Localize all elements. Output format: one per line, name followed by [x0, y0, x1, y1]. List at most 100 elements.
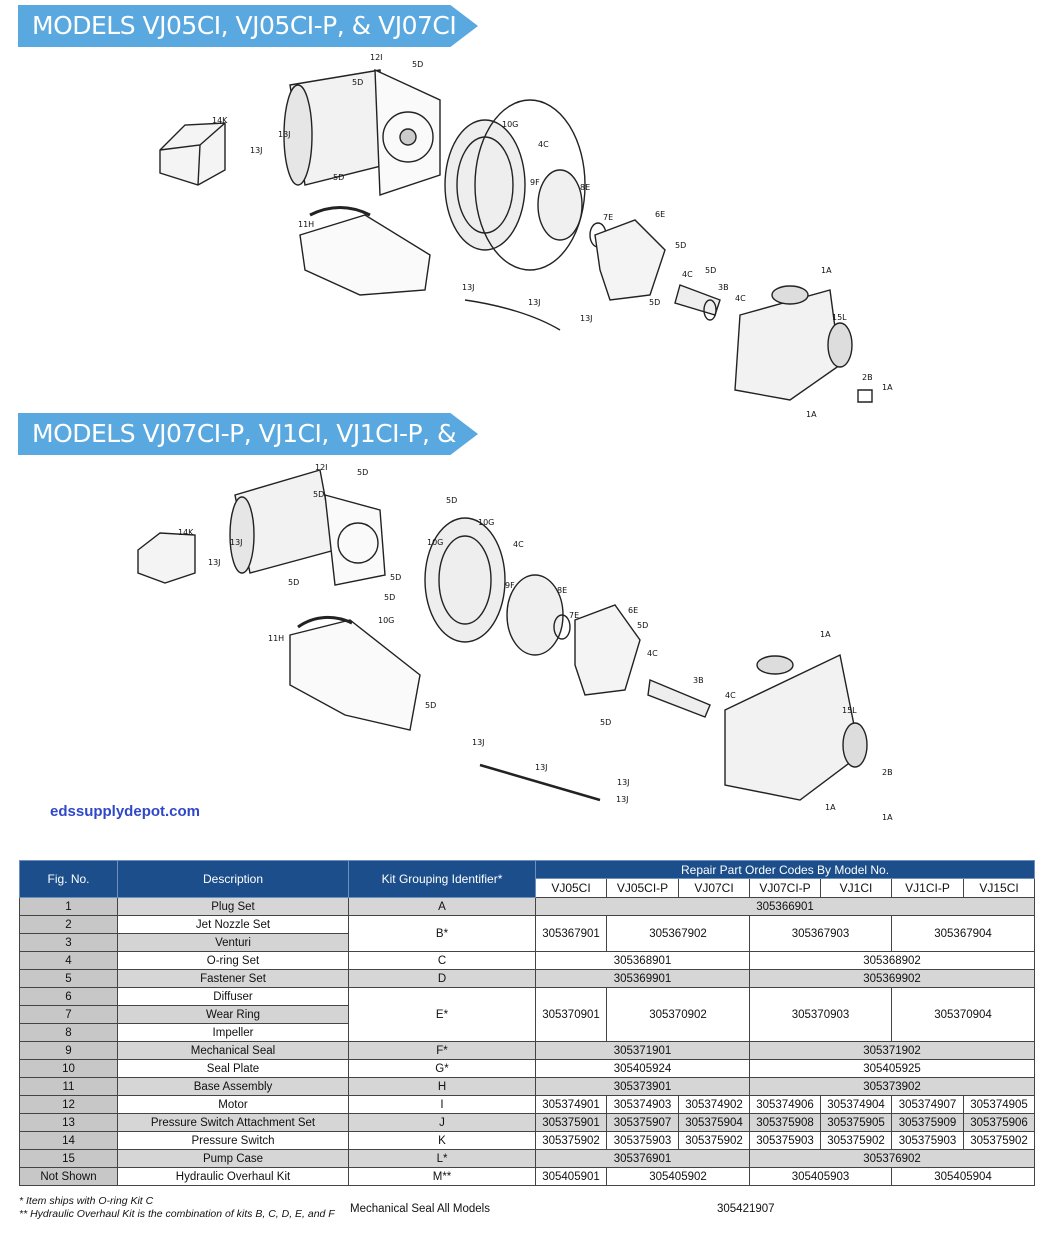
callout-label: 3B	[718, 283, 729, 292]
kit-cell: B*	[348, 915, 536, 952]
callout-label: 13J	[617, 778, 630, 787]
code-cell: 305367901	[535, 915, 607, 952]
fig-cell: 14	[19, 1131, 118, 1150]
callout-label: 5D	[446, 496, 457, 505]
callout-label: 11H	[268, 634, 284, 643]
header-fig-no: Fig. No.	[19, 860, 118, 898]
code-cell: 305375902	[535, 1131, 607, 1150]
code-cell: 305375902	[962, 1131, 1036, 1150]
model-header: VJ15CI	[962, 878, 1036, 898]
desc-cell: Hydraulic Overhaul Kit	[117, 1167, 349, 1186]
code-cell: 305376901	[535, 1149, 750, 1168]
header-description: Description	[117, 860, 349, 898]
code-cell: 305374904	[820, 1095, 892, 1114]
table-row: Not Shown Hydraulic Overhaul Kit M** 305…	[19, 1167, 1036, 1186]
code-cell: 305375906	[962, 1113, 1036, 1132]
callout-label: 4C	[647, 649, 658, 658]
fig-cell: 12	[19, 1095, 118, 1114]
header-kit-identifier: Kit Grouping Identifier*	[348, 860, 536, 898]
callout-label: 6E	[628, 606, 638, 615]
model-header: VJ07CI	[678, 878, 750, 898]
callout-label: 5D	[675, 241, 686, 250]
desc-cell: Jet Nozzle Set	[117, 915, 349, 934]
footnote-oring: * Item ships with O-ring Kit C	[19, 1195, 154, 1207]
callout-label: 7E	[569, 611, 579, 620]
fig-cell: 1	[19, 897, 118, 916]
code-cell: 305373901	[535, 1077, 750, 1096]
code-cell: 305367903	[749, 915, 892, 952]
code-cell: 305371902	[748, 1041, 1036, 1060]
fig-cell: 11	[19, 1077, 118, 1096]
code-cell: 305375904	[678, 1113, 750, 1132]
fig-cell: 13	[19, 1113, 118, 1132]
section-banner-bottom: MODELS VJ07CI-P, VJ1CI, VJ1CI-P, & VJ15C…	[18, 413, 478, 455]
code-cell: 305374907	[891, 1095, 964, 1114]
table-row: 13 Pressure Switch Attachment Set J 3053…	[19, 1113, 1036, 1132]
callout-label: 5D	[637, 621, 648, 630]
code-cell: 305405904	[890, 1167, 1036, 1186]
model-header: VJ07CI-P	[749, 878, 821, 898]
code-cell: 305374906	[749, 1095, 821, 1114]
callout-label: 13J	[230, 538, 243, 547]
desc-cell: Base Assembly	[117, 1077, 349, 1096]
callout-label: 14K	[212, 116, 228, 125]
footnotes: * Item ships with O-ring Kit C ** Hydrau…	[19, 1195, 335, 1221]
table-row: 9 Mechanical Seal F* 305371901 305371902	[19, 1041, 1036, 1060]
callout-label: 13J	[528, 298, 541, 307]
code-cell: 305405903	[749, 1167, 892, 1186]
callout-label: 5D	[649, 298, 660, 307]
code-cell: 305375902	[820, 1131, 892, 1150]
kit-cell: K	[348, 1131, 536, 1150]
desc-cell: Impeller	[117, 1023, 349, 1042]
code-cell: 305405901	[535, 1167, 607, 1186]
callout-label: 13J	[208, 558, 221, 567]
desc-cell: Motor	[117, 1095, 349, 1114]
table-row: 5 Fastener Set D 305369901 305369902	[19, 969, 1036, 988]
table-row: 15 Pump Case L* 305376901 305376902	[19, 1149, 1036, 1168]
code-cell: 305375902	[678, 1131, 750, 1150]
exploded-diagram-top: 12I 5D 5D 14K 13J 13J 5D 10G 4C 9F 8E 7E…	[159, 53, 893, 419]
callout-label: 10G	[378, 616, 394, 625]
callout-label: 10G	[502, 120, 518, 129]
callout-label: 5D	[705, 266, 716, 275]
callout-label: 12I	[370, 53, 383, 62]
code-cell: 305374903	[606, 1095, 679, 1114]
callout-label: 5D	[390, 573, 401, 582]
table-row: 2 Jet Nozzle Set B* 305367901 305367902 …	[19, 915, 1036, 952]
callout-label: 5D	[352, 78, 363, 87]
code-cell: 305405924	[535, 1059, 750, 1078]
callout-label: 1A	[820, 630, 831, 639]
code-cell: 305367902	[606, 915, 750, 952]
model-header: VJ1CI-P	[891, 878, 964, 898]
callout-label: 13J	[535, 763, 548, 772]
desc-cell: Diffuser	[117, 987, 349, 1006]
kit-cell: C	[348, 951, 536, 970]
callout-label: 13J	[278, 130, 291, 139]
fig-cell: Not Shown	[19, 1167, 118, 1186]
code-cell: 305375907	[606, 1113, 679, 1132]
website-watermark: edssupplydepot.com	[50, 803, 201, 820]
desc-cell: Seal Plate	[117, 1059, 349, 1078]
code-cell: 305370901	[535, 987, 607, 1042]
callout-label: 5D	[288, 578, 299, 587]
callout-label: 13J	[580, 314, 593, 323]
callout-label: 5D	[357, 468, 368, 477]
callout-label: 8E	[557, 586, 567, 595]
code-cell: 305370903	[749, 987, 892, 1042]
footnote-overhaul: ** Hydraulic Overhaul Kit is the combina…	[19, 1208, 335, 1220]
callout-label: 2B	[882, 768, 893, 777]
desc-cell: Venturi	[117, 933, 349, 952]
kit-cell: M**	[348, 1167, 536, 1186]
kit-cell: A	[348, 897, 536, 916]
callout-label: 14K	[178, 528, 194, 537]
code-cell: 305374901	[535, 1095, 607, 1114]
mechanical-seal-code: 305421907	[717, 1203, 775, 1215]
repair-parts-table: Fig. No. Description Kit Grouping Identi…	[19, 860, 1036, 1186]
code-cell: 305370904	[890, 987, 1036, 1042]
kit-cell: E*	[348, 987, 536, 1042]
fig-cell: 15	[19, 1149, 118, 1168]
callout-label: 10G	[478, 518, 494, 527]
mechanical-seal-label: Mechanical Seal All Models	[350, 1203, 490, 1215]
callout-label: 9F	[505, 581, 515, 590]
code-cell: 305370902	[606, 987, 750, 1042]
